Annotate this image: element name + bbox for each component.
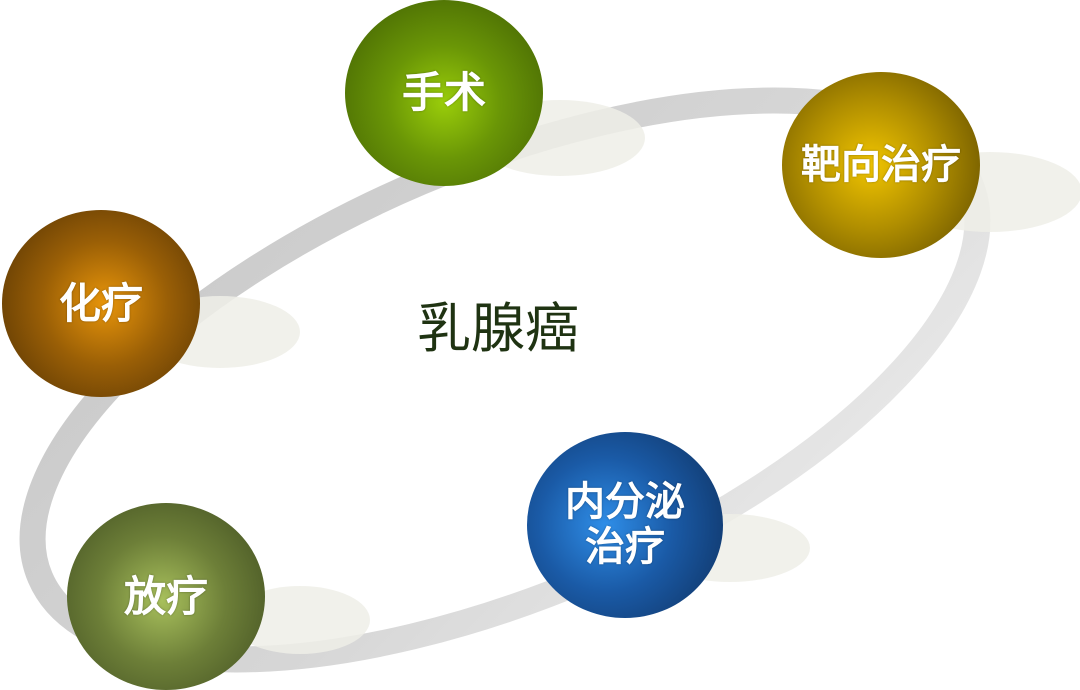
radiation-shadow bbox=[230, 586, 370, 654]
node-chemo-label: 化疗 bbox=[58, 278, 143, 328]
node-targeted-label: 靶向治疗 bbox=[801, 141, 961, 188]
node-chemotherapy: 化疗 bbox=[2, 210, 200, 397]
node-endocrine-label-line1: 内分泌 bbox=[565, 479, 685, 526]
node-surgery: 手术 bbox=[345, 0, 543, 186]
node-radiotherapy: 放疗 bbox=[67, 503, 265, 690]
node-targeted-therapy: 靶向治疗 bbox=[782, 72, 980, 258]
node-endocrine-label-line2: 治疗 bbox=[585, 524, 665, 570]
node-surgery-label: 手术 bbox=[401, 68, 486, 118]
center-title: 乳腺癌 bbox=[417, 297, 579, 360]
node-endocrine-therapy: 内分泌 治疗 bbox=[527, 432, 723, 618]
node-radiation-label: 放疗 bbox=[123, 571, 208, 621]
